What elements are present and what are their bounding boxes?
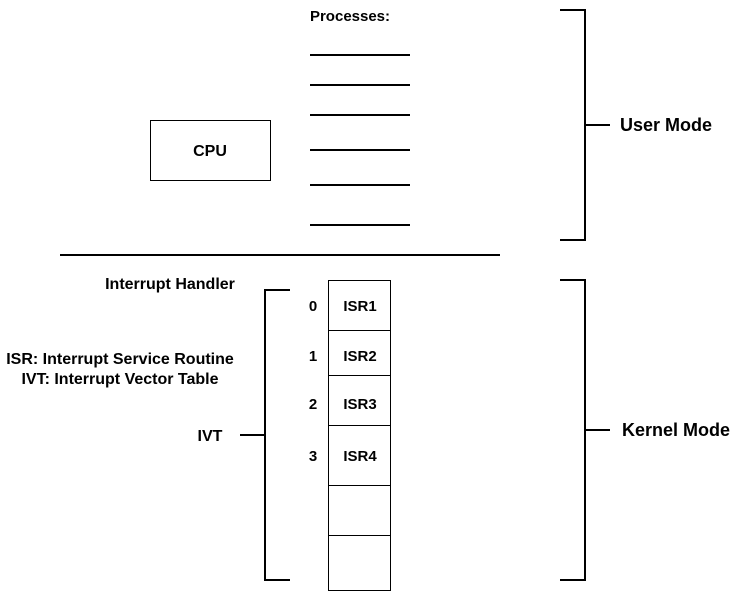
ivt-legend: IVT: Interrupt Vector Table	[21, 371, 218, 388]
ivt-cell-label: ISR3	[343, 396, 376, 413]
ivt-label: IVT	[198, 428, 223, 445]
user-mode-bracket-line	[560, 9, 586, 241]
ivt-cell	[328, 535, 391, 591]
process-lines	[310, 54, 410, 226]
ivt-cell-label: ISR2	[343, 348, 376, 365]
kernel-mode-bracket	[560, 279, 610, 581]
ivt-cell-label: ISR1	[343, 298, 376, 315]
cpu-label: CPU	[193, 143, 227, 160]
ivt-index-label: 3	[309, 448, 317, 465]
ivt-index-label: 0	[309, 298, 317, 315]
user-mode-bracket	[560, 9, 610, 241]
cpu-box-outline	[150, 120, 271, 181]
ivt-index-label: 1	[309, 348, 317, 365]
ivt-table: ISR1 ISR2 ISR3 ISR4 0 1 2 3	[309, 280, 391, 591]
processes-label: Processes:	[310, 8, 390, 25]
ivt-cell	[328, 485, 391, 536]
ivt-bracket-line	[264, 289, 290, 581]
cpu-box: CPU	[150, 120, 271, 181]
user-mode-label: User Mode	[620, 115, 712, 135]
isr-legend: ISR: Interrupt Service Routine	[6, 351, 234, 368]
ivt-index-label: 2	[309, 396, 317, 413]
interrupt-handler-label: Interrupt Handler	[105, 276, 235, 293]
ivt-bracket	[240, 289, 290, 581]
kernel-mode-bracket-line	[560, 279, 586, 581]
kernel-mode-label: Kernel Mode	[622, 420, 730, 440]
ivt-cell-label: ISR4	[343, 448, 377, 465]
